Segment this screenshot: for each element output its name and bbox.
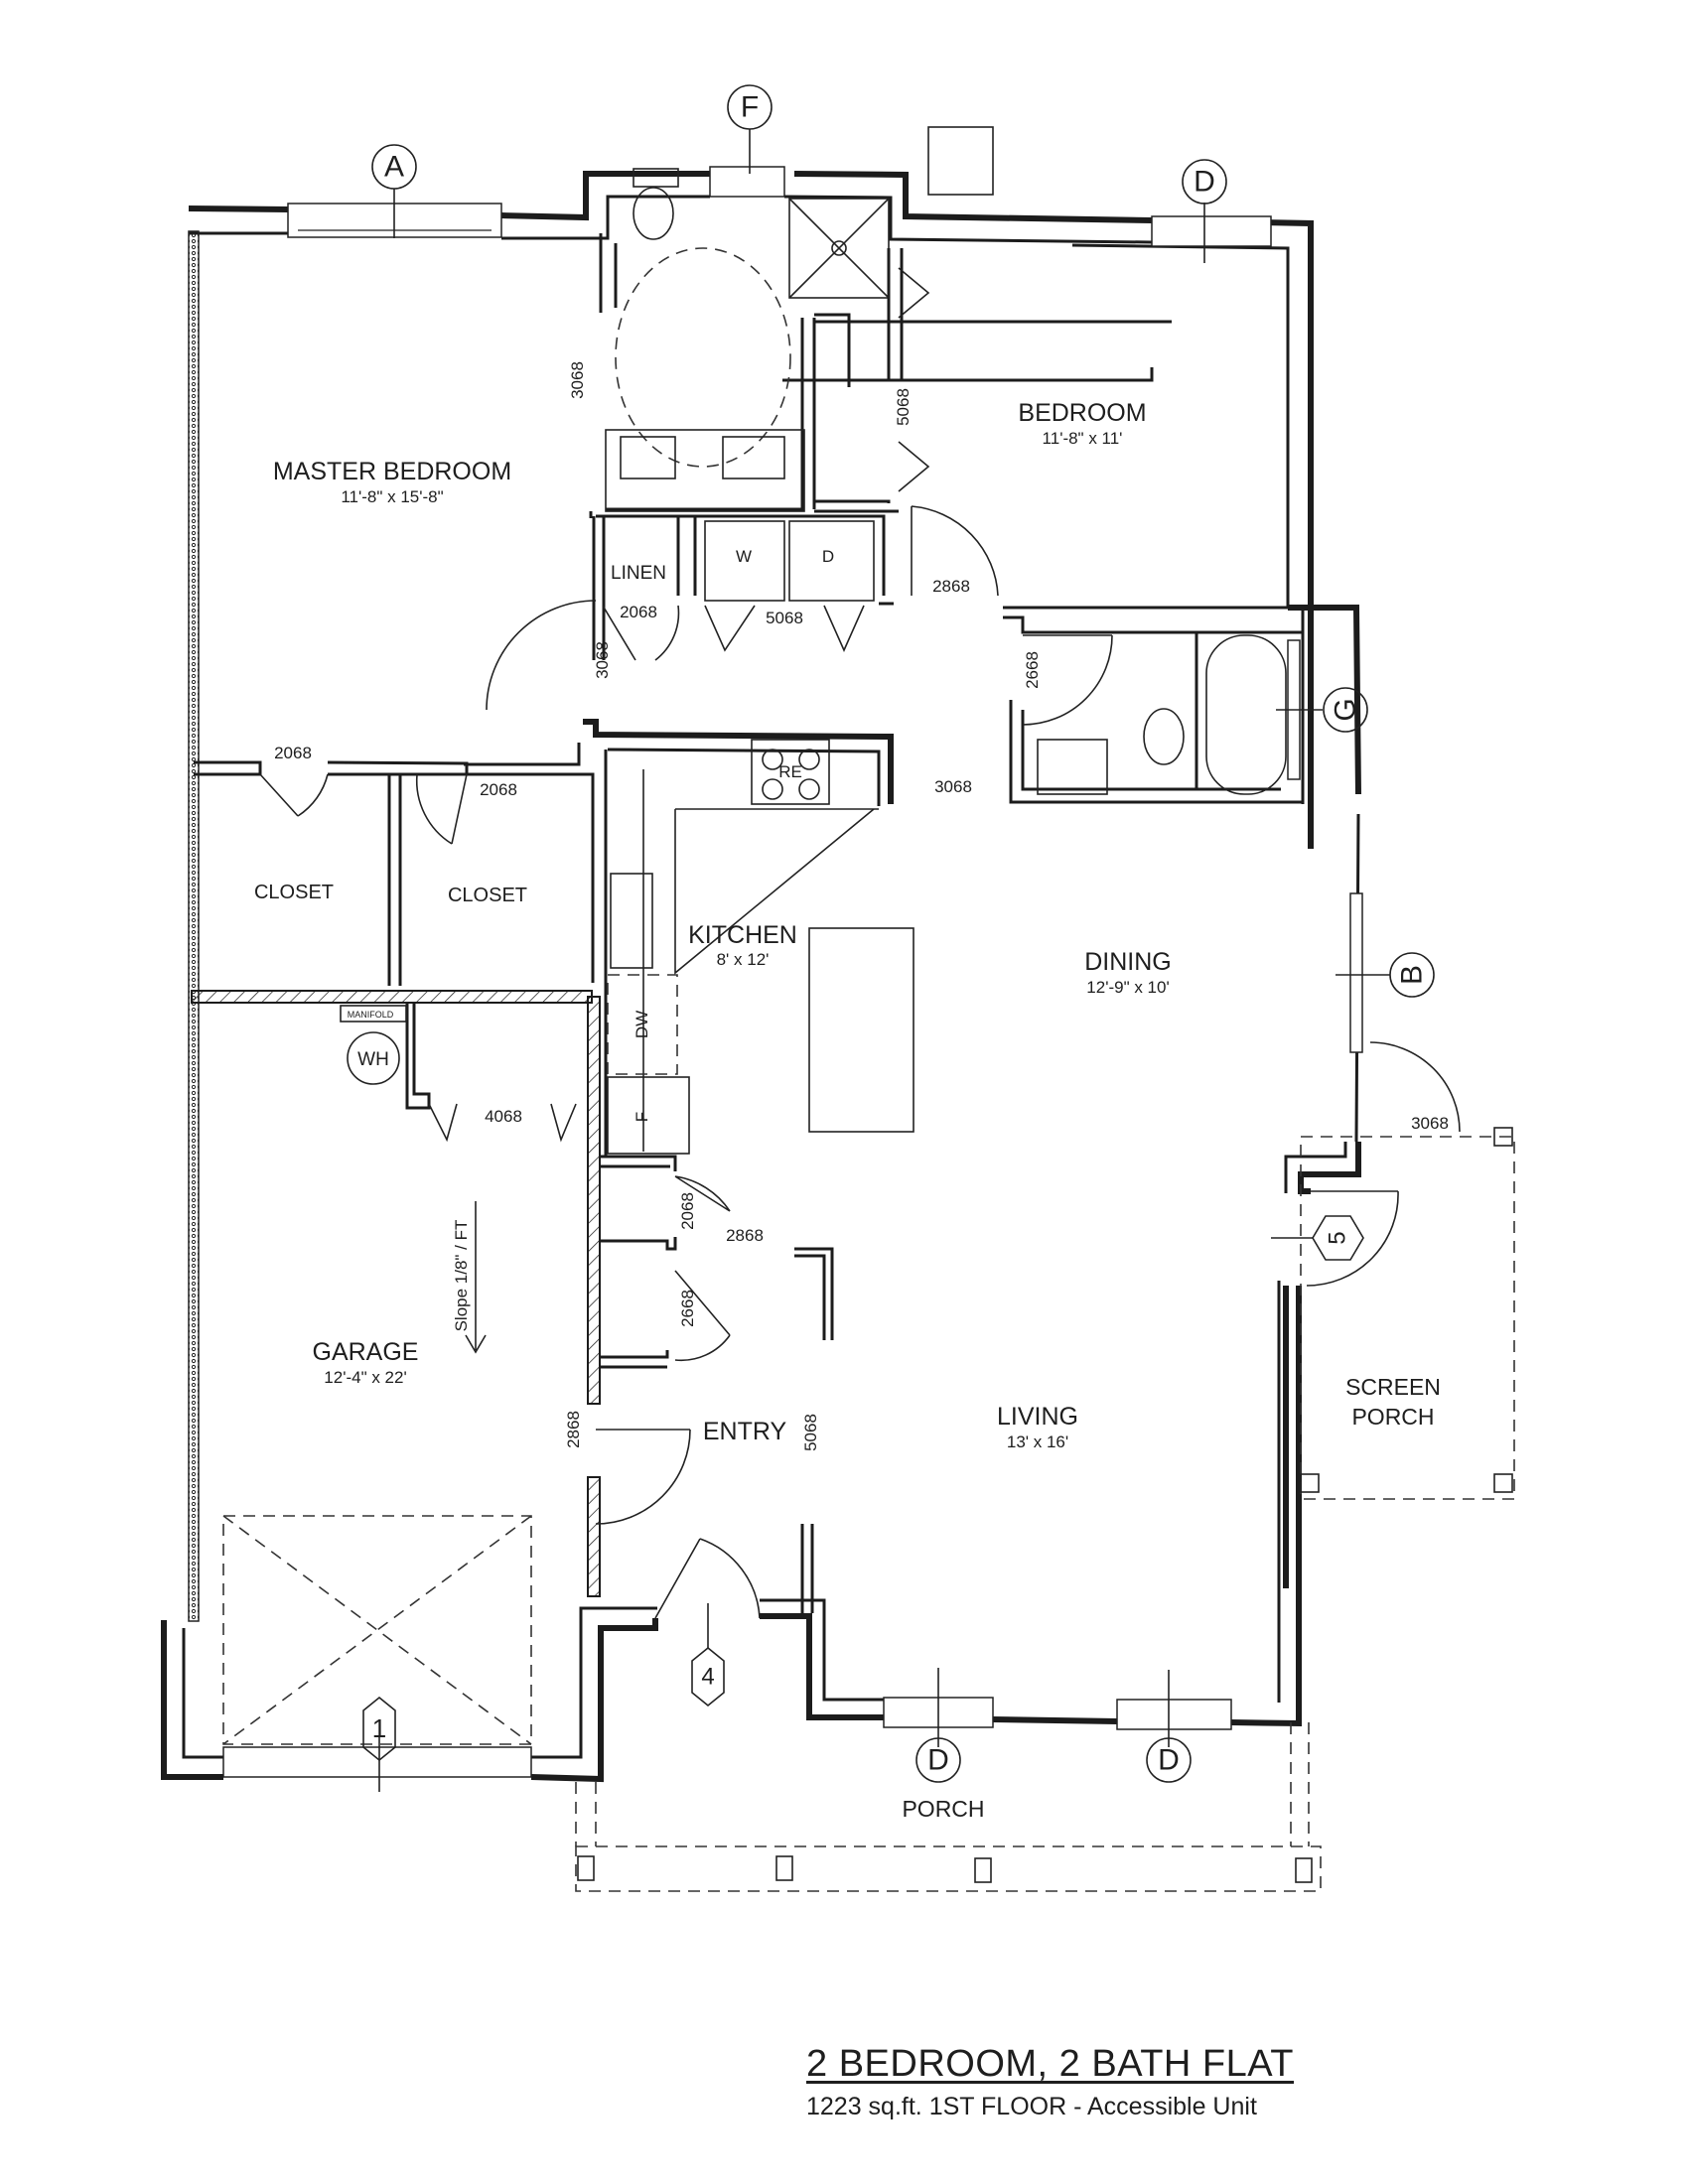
- window-tag-f: [727, 84, 773, 130]
- room-bedroom-size: 11'-8" x 11': [1043, 429, 1123, 448]
- washer-label: W: [736, 547, 752, 566]
- window-tag-d2: [915, 1737, 961, 1783]
- room-closet-2: CLOSET: [448, 885, 527, 906]
- room-screen-porch-line2: PORCH: [1351, 1404, 1434, 1430]
- room-closet-1: CLOSET: [254, 882, 334, 903]
- svg-text:2868: 2868: [564, 1411, 583, 1448]
- tags: A F D G B D D 1 4 5: [362, 84, 1435, 1792]
- room-kitchen-size: 8' x 12': [717, 950, 770, 969]
- door-tag-1: [362, 1696, 396, 1762]
- door-swings: [259, 267, 1461, 1619]
- exterior-walls: [161, 171, 1361, 1783]
- interior-walls: [191, 233, 1303, 1613]
- fire-rated-wall: [587, 1476, 601, 1597]
- dryer-label: D: [822, 547, 834, 566]
- room-living-size: 13' x 16': [1007, 1433, 1068, 1451]
- svg-text:2068: 2068: [620, 603, 657, 621]
- fire-rated-wall: [587, 996, 601, 1405]
- svg-text:2668: 2668: [678, 1290, 697, 1327]
- svg-text:3068: 3068: [593, 641, 612, 679]
- svg-text:5068: 5068: [801, 1414, 820, 1451]
- porch-posts: [577, 1127, 1513, 1883]
- fire-rated-wall: [191, 990, 593, 1004]
- svg-text:D: D: [927, 1744, 949, 1777]
- window-tag-a: [371, 144, 417, 190]
- fixtures: [222, 168, 1515, 1892]
- hvac-unit: [927, 126, 994, 196]
- room-porch: PORCH: [902, 1796, 984, 1822]
- svg-text:5068: 5068: [766, 609, 803, 627]
- svg-text:2068: 2068: [480, 780, 517, 799]
- room-kitchen: KITCHEN: [688, 921, 797, 949]
- svg-text:1: 1: [372, 1713, 386, 1743]
- room-dining-size: 12'-9" x 10': [1086, 978, 1169, 997]
- room-garage: GARAGE: [313, 1338, 419, 1366]
- svg-text:D: D: [1194, 166, 1215, 199]
- room-living: LIVING: [997, 1403, 1078, 1431]
- room-master-bedroom: MASTER BEDROOM: [273, 458, 511, 485]
- svg-text:B: B: [1396, 965, 1429, 985]
- window-tag-d3: [1146, 1737, 1192, 1783]
- appliance-labels: W D RE DW F WH MANIFOLD Slope 1/8" / FT: [348, 547, 834, 1331]
- svg-text:2868: 2868: [932, 577, 970, 596]
- room-master-bedroom-size: 11'-8" x 15'-8": [341, 487, 443, 506]
- room-linen: LINEN: [611, 563, 666, 584]
- svg-text:A: A: [384, 151, 404, 184]
- room-entry: ENTRY: [703, 1418, 787, 1445]
- windows: [222, 166, 1363, 1778]
- window-tag-d: [1182, 159, 1227, 205]
- room-bedroom: BEDROOM: [1018, 399, 1146, 427]
- svg-text:3068: 3068: [934, 777, 972, 796]
- door-tag-5: [1312, 1215, 1364, 1261]
- svg-text:F: F: [741, 91, 759, 124]
- room-garage-size: 12'-4" x 22': [324, 1368, 406, 1387]
- range-label: RE: [778, 762, 802, 781]
- plan-subtitle: 1223 sq.ft. 1ST FLOOR - Accessible Unit: [806, 2093, 1257, 2120]
- slope-note: Slope 1/8" / FT: [452, 1220, 471, 1332]
- door-size-labels: 3068 2068 3068 5068 5068 2868 2668 3068 …: [274, 361, 1449, 1451]
- svg-text:4068: 4068: [485, 1107, 522, 1126]
- svg-text:2868: 2868: [726, 1226, 764, 1245]
- water-heater-label: WH: [357, 1049, 389, 1070]
- room-labels: MASTER BEDROOM 11'-8" x 15'-8" BEDROOM 1…: [254, 399, 1441, 1822]
- svg-text:2668: 2668: [1023, 651, 1042, 689]
- window-tag-b: [1389, 952, 1435, 998]
- svg-text:2068: 2068: [678, 1192, 697, 1230]
- fridge-label: F: [633, 1112, 651, 1122]
- insulated-wall: [188, 230, 200, 1622]
- svg-text:3068: 3068: [1411, 1114, 1449, 1133]
- dishwasher-label: DW: [633, 1011, 651, 1038]
- svg-text:5068: 5068: [894, 388, 913, 426]
- svg-text:2068: 2068: [274, 744, 312, 762]
- manifold-label: MANIFOLD: [348, 1010, 394, 1020]
- svg-text:D: D: [1158, 1744, 1180, 1777]
- room-dining: DINING: [1084, 948, 1172, 976]
- svg-text:G: G: [1330, 698, 1362, 721]
- svg-text:5: 5: [1325, 1231, 1351, 1244]
- window-tag-g: [1323, 687, 1368, 733]
- plan-title: 2 BEDROOM, 2 BATH FLAT: [806, 2043, 1295, 2085]
- room-screen-porch-line1: SCREEN: [1345, 1374, 1441, 1400]
- door-tag-4: [691, 1646, 725, 1707]
- svg-text:4: 4: [701, 1664, 714, 1691]
- svg-text:3068: 3068: [568, 361, 587, 399]
